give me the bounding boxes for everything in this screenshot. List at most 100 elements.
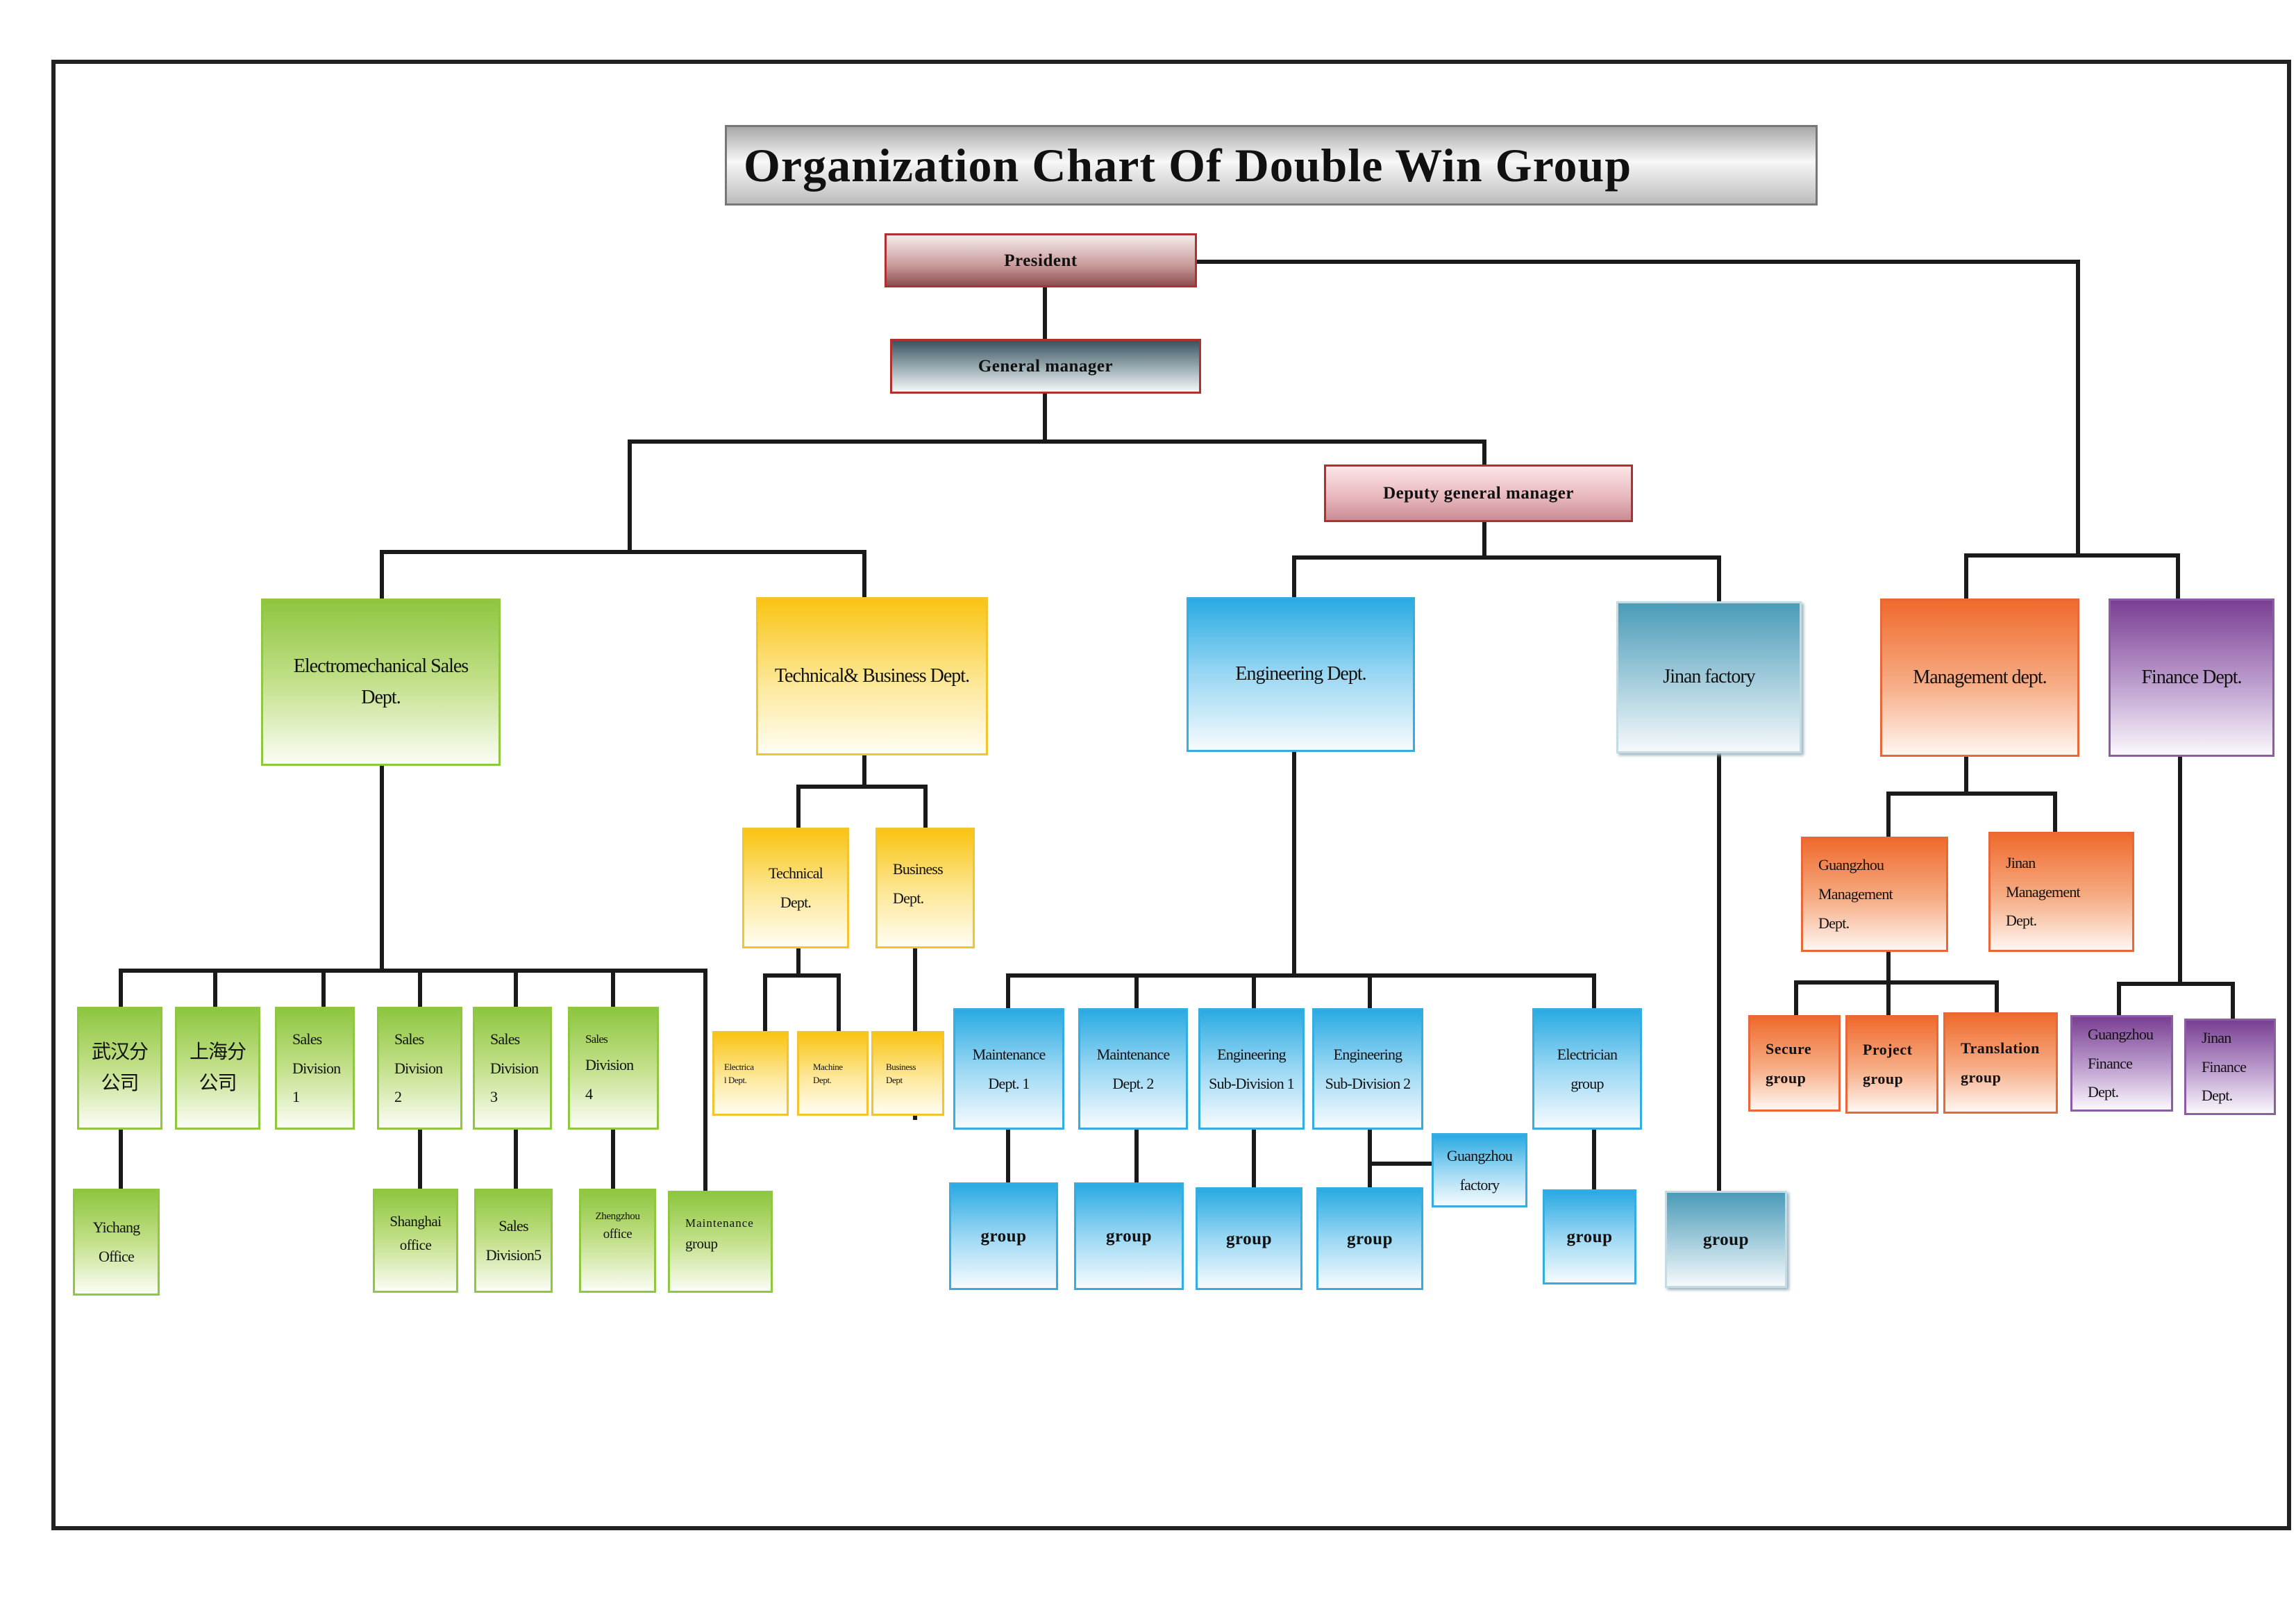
project-group-box: Project group [1845, 1015, 1938, 1114]
finance-dept-label: Finance Dept. [2141, 666, 2242, 688]
maintenance-group-box: Maintenance group [668, 1191, 773, 1293]
business-dept-line-2: Dept. [893, 889, 924, 907]
zhengzhou-office-line-2: office [603, 1226, 632, 1241]
shanghai-branch-line-1: 上海分 [189, 1041, 246, 1063]
electrician-group-line-1: Electrician [1557, 1045, 1618, 1063]
project-group-line-2: group [1863, 1070, 1904, 1087]
maintenance-1-group-box: group [949, 1182, 1058, 1290]
wuhan-branch-line-2: 公司 [101, 1072, 139, 1094]
sales-division-3-line-1: Sales [490, 1030, 520, 1048]
engineering-subdivision-1-line-1: Engineering [1217, 1045, 1287, 1063]
electromechanical-sales-dept-line-2: Dept. [361, 686, 401, 708]
technical-dept-line-1: Technical [769, 864, 823, 882]
sales-division-2-line-2: Division [394, 1059, 443, 1077]
project-group-line-1: Project [1863, 1041, 1913, 1059]
engineering-subdivision-1-line-2: Sub-Division 1 [1209, 1074, 1294, 1092]
guangzhou-finance-line-1: Guangzhou [2088, 1025, 2154, 1043]
machine-dept-line-2: Dept. [813, 1075, 832, 1085]
guangzhou-finance-line-2: Finance [2088, 1054, 2133, 1072]
electromechanical-sales-dept-line-1: Electromechanical Sales [293, 655, 469, 677]
president-box: President [885, 233, 1197, 287]
guangzhou-management-line-3: Dept. [1818, 914, 1850, 932]
translation-group-box: Translation group [1943, 1012, 2058, 1114]
engineering-dept-label: Engineering Dept. [1235, 663, 1366, 685]
secure-group-line-2: group [1766, 1069, 1807, 1087]
management-dept-label: Management dept. [1913, 666, 2047, 688]
sales-division-2-line-3: 2 [394, 1088, 402, 1106]
engineering-dept-box: Engineering Dept. [1187, 597, 1415, 752]
subdivision-2-group-label: group [1347, 1229, 1393, 1248]
finance-dept-box: Finance Dept. [2109, 598, 2274, 757]
sales-division-4-line-1: Sales [585, 1032, 608, 1046]
jinan-finance-line-2: Finance [2202, 1057, 2247, 1075]
general-manager-box: General manager [890, 339, 1201, 394]
jinan-finance-line-1: Jinan [2202, 1028, 2231, 1046]
electrical-dept-line-2: l Dept. [724, 1075, 747, 1085]
jinan-factory-label: Jinan factory [1663, 666, 1755, 688]
jinan-finance-line-3: Dept. [2202, 1087, 2233, 1105]
wuhan-branch-line-1: 武汉分 [91, 1041, 149, 1063]
maintenance-dept-2-line-1: Maintenance [1096, 1045, 1171, 1063]
shanghai-office-line-1: Shanghai [389, 1213, 442, 1230]
subdivision-1-group-label: group [1226, 1229, 1272, 1248]
machine-dept-line-1: Machine [813, 1061, 843, 1072]
sales-division-3-line-2: Division [490, 1059, 539, 1077]
shanghai-office-box: Shanghai office [373, 1189, 458, 1293]
business-dept-line-1: Business [893, 860, 944, 878]
electrical-dept-line-1: Electrica [724, 1061, 754, 1072]
jinan-management-line-3: Dept. [2006, 912, 2037, 930]
electrician-sub-group-label: group [1566, 1228, 1613, 1246]
electrical-dept-box: Electrica l Dept. [712, 1031, 789, 1116]
maintenance-group-line-2: group [685, 1235, 718, 1253]
sales-division-3-line-3: 3 [490, 1088, 498, 1106]
shanghai-branch-box: 上海分公司 [175, 1007, 260, 1130]
general-manager-label: General manager [978, 357, 1114, 376]
deputy-general-manager-box: Deputy general manager [1324, 464, 1633, 522]
shanghai-office-line-2: office [399, 1236, 432, 1253]
translation-group-line-2: group [1961, 1069, 2002, 1086]
sales-division-5-line-2: Division5 [485, 1246, 542, 1264]
sales-division-2-line-1: Sales [394, 1030, 424, 1048]
management-dept-box: Management dept. [1880, 598, 2079, 757]
maintenance-dept-1-line-1: Maintenance [972, 1045, 1046, 1063]
maintenance-1-group-label: group [980, 1227, 1027, 1246]
electrician-group-line-2: group [1570, 1074, 1604, 1092]
subdivision-1-group-box: group [1196, 1187, 1302, 1290]
jinan-factory-group-label: group [1703, 1230, 1749, 1249]
translation-group-line-1: Translation [1961, 1039, 2040, 1057]
sales-division-1-line-2: Division [292, 1059, 341, 1077]
electrician-sub-group-box: group [1543, 1189, 1636, 1284]
sales-division-5-line-1: Sales [498, 1217, 528, 1235]
maintenance-dept-1-line-2: Dept. 1 [988, 1074, 1030, 1092]
jinan-management-line-1: Jinan [2006, 853, 2036, 871]
sales-division-1-line-1: Sales [292, 1030, 322, 1048]
technical-dept-line-2: Dept. [780, 894, 812, 911]
maintenance-dept-2-line-2: Dept. 2 [1112, 1074, 1154, 1092]
technical-business-dept-label: Technical& Business Dept. [774, 664, 970, 687]
sales-division-1-line-3: 1 [292, 1088, 300, 1106]
technical-business-dept-box: Technical& Business Dept. [756, 597, 988, 755]
page-frame [51, 60, 2291, 1530]
yichang-office-line-2: Office [99, 1248, 135, 1265]
jinan-management-line-2: Management [2006, 882, 2081, 901]
maintenance-group-line-1: Maintenance [685, 1216, 754, 1230]
